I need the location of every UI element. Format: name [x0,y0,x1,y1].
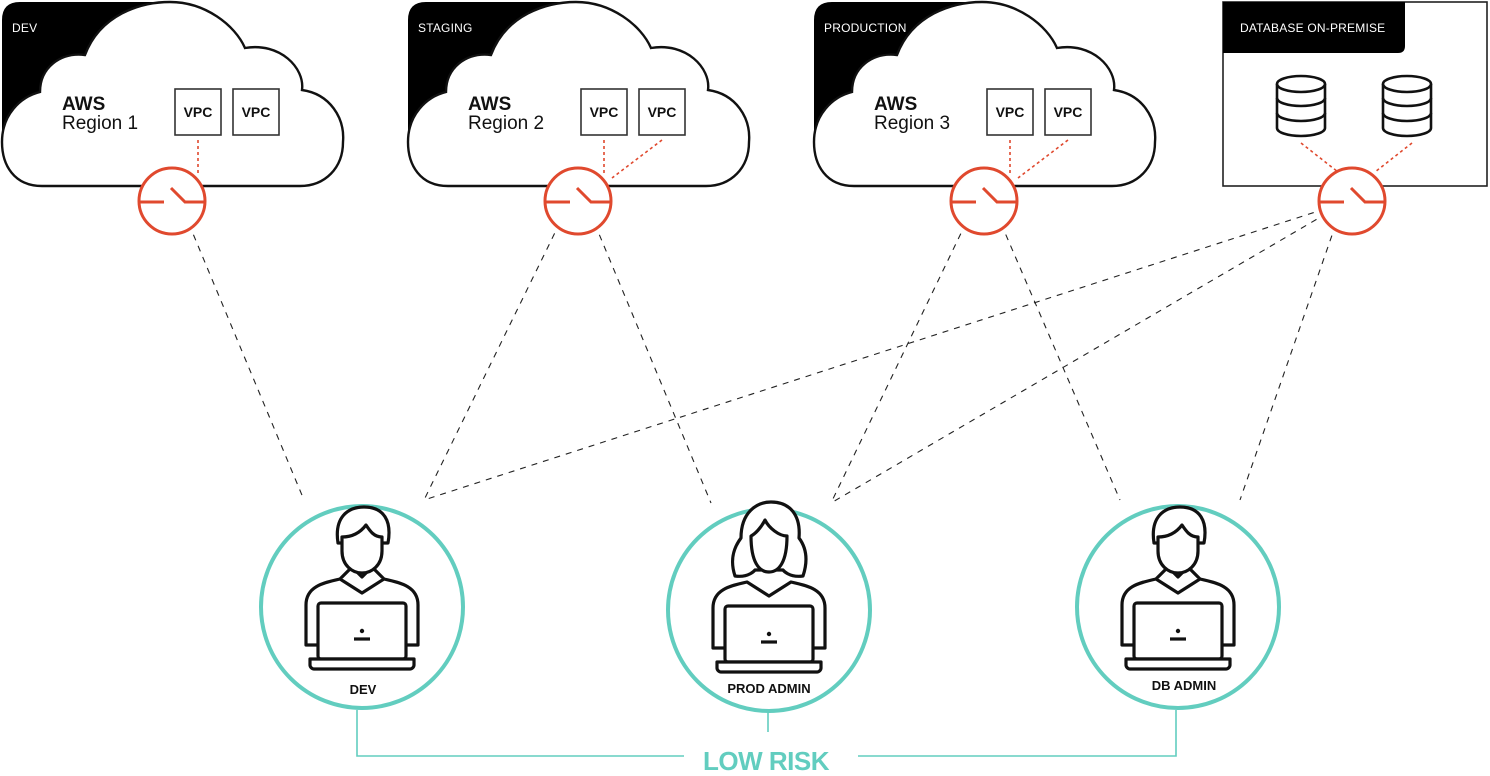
users: DEV PROD ADMIN DB ADMIN [259,500,1281,713]
connector-lines [192,212,1333,504]
bracket-line-right [858,710,1177,757]
access-connector [830,233,962,504]
access-connector [1005,234,1121,501]
access-connector [423,233,556,501]
vpc-label: VPC [242,104,271,120]
user-dev[interactable]: DEV [259,504,465,710]
cloud-icon [812,0,1157,188]
access-connector [423,212,1314,501]
user-label: DB ADMIN [1152,678,1217,693]
user-db-admin[interactable]: DB ADMIN [1075,504,1281,710]
vpc-box[interactable]: VPC [638,88,686,136]
vpc-box[interactable]: VPC [580,88,628,136]
cloud-outline [812,0,1157,188]
vpc-label: VPC [184,104,213,120]
user-label: PROD ADMIN [727,681,810,696]
risk-group-bracket: LOW RISK [356,710,1177,776]
gateway-switch-icon[interactable] [543,166,613,236]
gateways [137,139,1413,236]
access-connector [1239,235,1333,501]
cloud-outline [0,0,345,188]
vpc-box[interactable]: VPC [1044,88,1092,136]
environment-dev: DEV AWS Region 1 VPC VPC [0,0,345,188]
access-connector [192,234,305,501]
provider-label: AWS [62,94,105,115]
gateway-link [1300,142,1339,173]
gateway-link [1017,139,1069,179]
environment-label-tab [408,2,576,186]
cloud-outline [406,0,751,188]
vpc-label: VPC [996,104,1025,120]
vpc-box[interactable]: VPC [174,88,222,136]
vpc-box[interactable]: VPC [986,88,1034,136]
environment-staging: STAGING AWS Region 2 VPC VPC [406,0,751,188]
female-user-laptop-icon [711,500,827,674]
provider-label: AWS [468,94,511,115]
environment-production: PRODUCTION AWS Region 3 VPC VPC [812,0,1157,188]
gateway-switch-icon[interactable] [137,166,207,236]
database-icon[interactable] [1381,74,1433,138]
vpc-label: VPC [590,104,619,120]
environment-database: DATABASE ON-PREMISE [1222,1,1488,187]
vpc-box[interactable]: VPC [232,88,280,136]
environment-label: PRODUCTION [824,21,907,35]
cloud-icon [406,0,751,188]
gateway-switch-icon[interactable] [949,166,1019,236]
user-prod-admin[interactable]: PROD ADMIN [666,500,872,713]
vpc-label: VPC [648,104,677,120]
provider-label: AWS [874,94,917,115]
male-user-laptop-icon [1120,505,1236,671]
risk-level-label: LOW RISK [703,746,830,776]
environment-label: STAGING [418,21,473,35]
cloud-icon [0,0,345,188]
environment-label: DATABASE ON-PREMISE [1240,21,1385,35]
access-connector [598,234,712,504]
gateway-link [611,139,663,179]
gateway-switch-icon[interactable] [1317,166,1387,236]
region-label: Region 1 [62,113,138,134]
gateway-link [1374,142,1413,173]
region-label: Region 2 [468,113,544,134]
environment-label-tab [814,2,982,186]
user-label: DEV [350,682,377,697]
vpc-label: VPC [1054,104,1083,120]
male-user-laptop-icon [304,505,420,671]
bracket-line-left [356,710,684,757]
environment-label-tab [1223,2,1405,53]
environment-label: DEV [12,21,37,35]
environment-label-tab [2,2,170,186]
region-label: Region 3 [874,113,950,134]
access-connector [830,218,1317,504]
database-icon[interactable] [1275,74,1327,138]
